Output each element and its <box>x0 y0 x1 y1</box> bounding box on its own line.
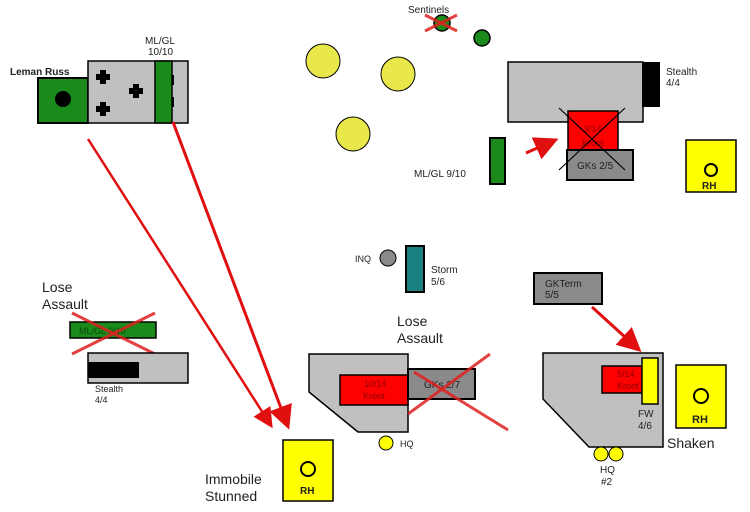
hq-center-label: HQ <box>400 439 414 449</box>
status-right-label: Shaken <box>667 435 714 451</box>
status-bottom-line1: Immobile <box>205 471 262 487</box>
mlgl-mid-label: ML/GL 9/10 <box>414 169 466 180</box>
destroyed-mark <box>407 352 491 416</box>
stealth-left-label-1: Stealth <box>95 384 123 394</box>
assault-arrow <box>525 137 559 160</box>
kroot-top-unit <box>567 110 619 152</box>
terrain-circle <box>305 43 341 79</box>
rh-objective-icon <box>693 388 709 404</box>
rh-top-right <box>685 139 737 193</box>
kroot-center-label-1: 10/14 <box>364 379 387 389</box>
stealth-left-label-2: 4/4 <box>95 395 108 405</box>
gks-top-unit <box>566 149 634 181</box>
mlgl-top-left-label-1: ML/GL <box>145 36 175 47</box>
leman-russ-hull <box>37 77 89 124</box>
rh-bottom-center-label: RH <box>300 486 314 497</box>
rh-objective-icon <box>300 461 316 477</box>
kroot-right-label-1: 5/14 <box>617 369 635 379</box>
storm-label-2: 5/6 <box>431 277 445 288</box>
mlgl-mid-unit <box>489 137 506 185</box>
storm-unit <box>405 245 425 293</box>
status-center-line1: Lose <box>397 313 428 329</box>
fire-arrow <box>86 138 273 429</box>
leman-russ-turret-icon <box>55 91 71 107</box>
fw-label-2: 4/6 <box>638 421 652 432</box>
kroot-center-label-2: Kroot <box>363 391 385 401</box>
sentinels-label: Sentinels <box>408 5 449 16</box>
status-center-line2: Assault <box>397 330 443 346</box>
mlgl-left-label: ML/GL 9/10 <box>79 326 126 336</box>
hq2-label-2: #2 <box>601 477 613 488</box>
mlgl-left-destroyed-unit <box>69 321 157 339</box>
hq2-unit <box>608 446 624 462</box>
kroot-center-unit <box>339 374 409 406</box>
rh-bottom-right <box>675 364 727 429</box>
destroyed-mark <box>71 311 156 356</box>
terrain-circle <box>335 116 371 152</box>
stealth-top-unit <box>642 62 660 107</box>
gkterm-unit <box>533 272 603 305</box>
sentinel <box>473 29 491 47</box>
stealth-top-label-1: Stealth <box>666 67 697 78</box>
destroyed-mark <box>424 13 458 33</box>
status-bottom-line2: Stunned <box>205 488 257 504</box>
hq2-unit <box>593 446 609 462</box>
stealth-left-unit <box>88 362 139 378</box>
status-left-line1: Lose <box>42 279 73 295</box>
rh-top-right-label: RH <box>702 181 716 192</box>
terrain-circle <box>380 56 416 92</box>
stealth-top-label-2: 4/4 <box>666 78 680 89</box>
rh-bottom-center <box>282 439 334 502</box>
gkterm-label-1: GKTerm <box>545 279 582 290</box>
rh-bottom-right-label: RH <box>692 414 708 426</box>
assault-arrow <box>590 305 642 353</box>
destroyed-mark <box>413 370 509 432</box>
leman-russ-label: Leman Russ <box>10 67 70 78</box>
kroot-right-label-2: Kroot <box>617 381 639 391</box>
gkterm-label-2: 5/5 <box>545 290 559 301</box>
mlgl-top-left-label-2: 10/10 <box>148 47 173 58</box>
inq-label: INQ <box>355 254 371 264</box>
kroot-top-label-2: Kroot <box>582 138 604 148</box>
inq-unit <box>379 249 397 267</box>
rh-objective-icon <box>704 163 718 177</box>
kroot-top-label-1: 3/14 <box>584 124 602 134</box>
hq2-label-1: HQ <box>600 465 615 476</box>
fw-unit <box>641 357 659 405</box>
leman-russ-unit: Leman Russ <box>10 67 89 124</box>
status-left-line2: Assault <box>42 296 88 312</box>
hq-center-unit <box>378 435 394 451</box>
gks-top-label: GKs 2/5 <box>577 161 614 172</box>
kroot-right-unit <box>601 365 643 394</box>
fire-arrow <box>171 121 292 430</box>
storm-label-1: Storm <box>431 265 458 276</box>
ruined-building: ML/GL 10/10 <box>87 36 189 124</box>
mlgl-top-left-unit <box>154 60 173 124</box>
fw-label-1: FW <box>638 409 654 420</box>
destroyed-mark <box>558 107 626 171</box>
gks-center-label: GKs 2/7 <box>424 380 461 391</box>
